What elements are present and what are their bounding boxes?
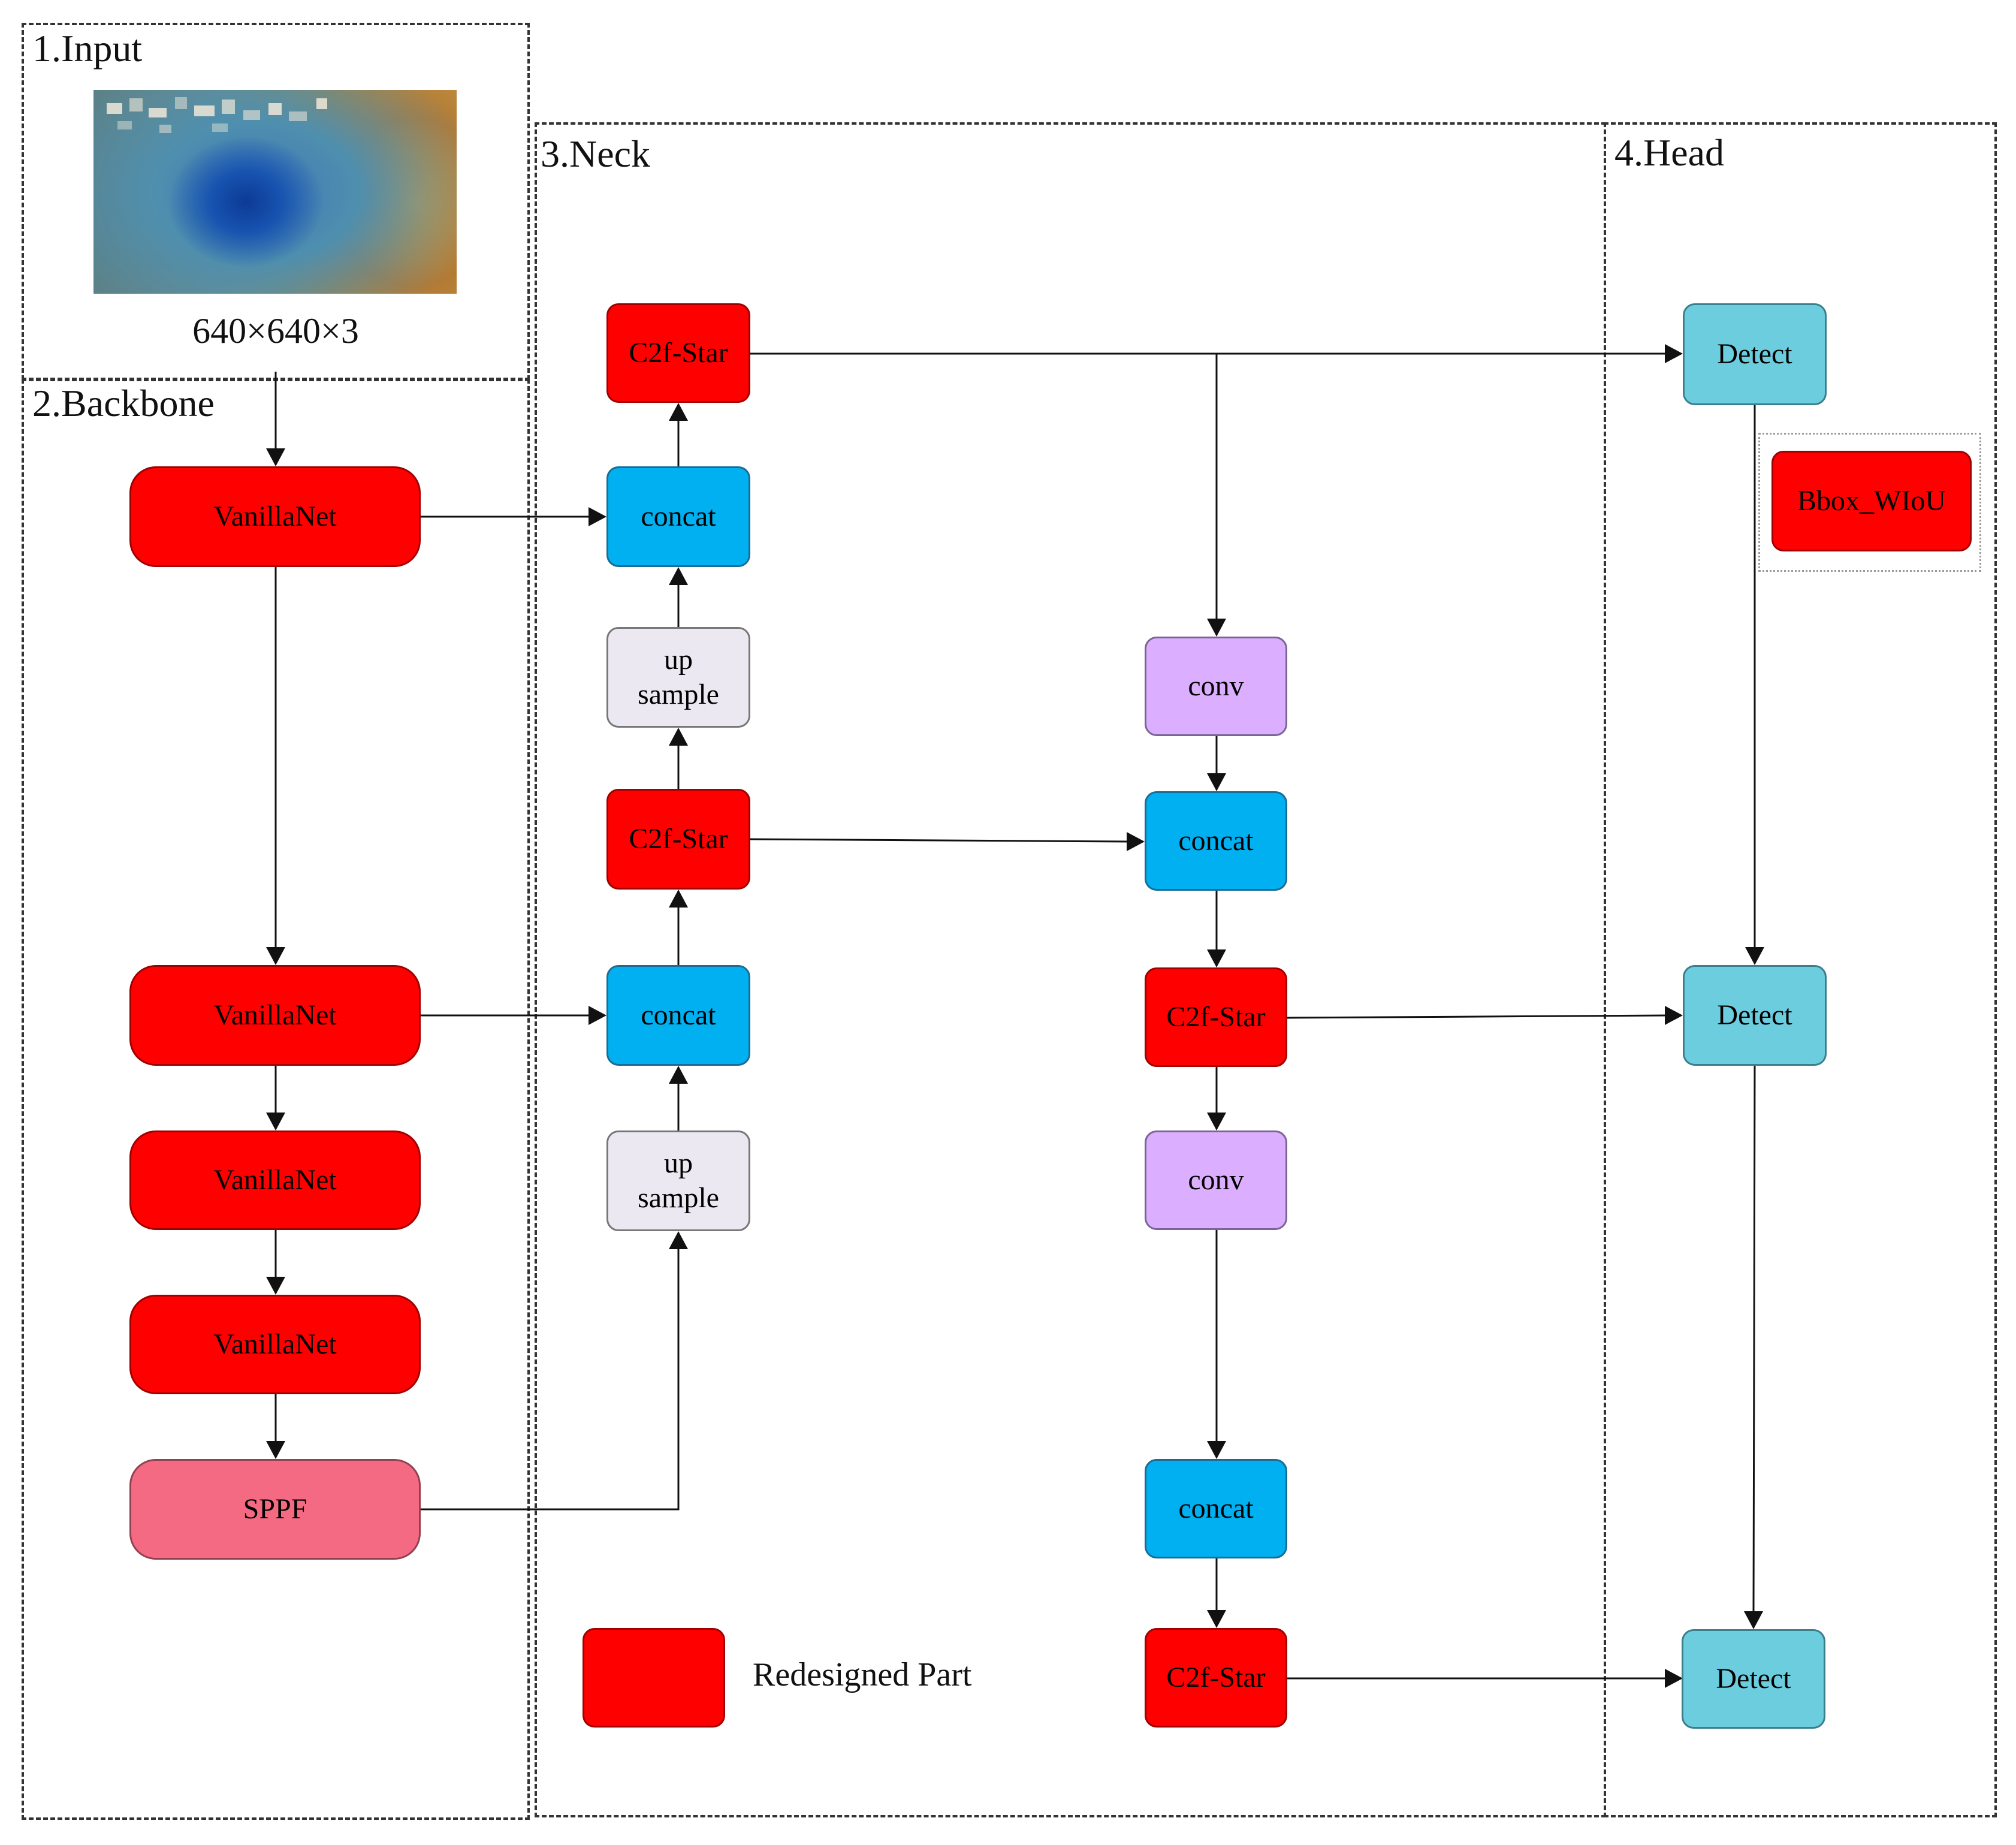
- arrowhead-vanillanet-4-to-sppf: [266, 1441, 285, 1459]
- neck-c2f-star-right-1: C2f-Star: [1145, 967, 1287, 1067]
- arrowhead-c2f-right-2-to-detect-3: [1665, 1669, 1683, 1688]
- arrowhead-detect-1-to-detect-2: [1745, 947, 1764, 965]
- arrowhead-vanillanet-1-to-concat-top: [588, 507, 606, 526]
- input-dimensions: 640×640×3: [192, 311, 359, 351]
- arrowhead-conv-1-to-concat-right-1: [1207, 773, 1226, 791]
- arrow-c2f-mid-to-concat-right-1: [750, 838, 1130, 843]
- backbone-vanillanet-2: VanillaNet: [129, 965, 421, 1066]
- backbone-vanillanet-1: VanillaNet: [129, 466, 421, 567]
- arrow-c2f-right-1-to-detect-2: [1287, 1014, 1668, 1019]
- arrow-sppf-to-upsample-low: [421, 1248, 680, 1511]
- arrowhead-c2f-right-1-to-conv-2: [1207, 1113, 1226, 1130]
- arrowhead-concat-top-to-c2f-top: [669, 403, 688, 421]
- arrowhead-conv-2-to-concat-right-2: [1207, 1441, 1226, 1459]
- section-label-neck: 3.Neck: [541, 132, 651, 175]
- neck-concat-right-1: concat: [1145, 791, 1287, 891]
- arrowhead-vanillanet-2-to-concat-mid: [588, 1006, 606, 1025]
- head-bbox-wiou: Bbox_WIoU: [1771, 451, 1972, 551]
- arrowhead-vanillanet-1-to-vanillanet-2: [266, 947, 285, 965]
- arrowhead-branch-to-conv-1: [1207, 619, 1226, 637]
- section-head: [1604, 122, 1997, 1817]
- legend-label: Redesigned Part: [753, 1656, 972, 1693]
- neck-c2f-star-right-2: C2f-Star: [1145, 1628, 1287, 1728]
- section-label-head: 4.Head: [1614, 131, 1725, 174]
- backbone-sppf: SPPF: [129, 1459, 421, 1560]
- arrowhead-detect-2-to-detect-3: [1744, 1611, 1763, 1629]
- legend-swatch-redesigned: [583, 1628, 725, 1728]
- backbone-vanillanet-3: VanillaNet: [129, 1130, 421, 1230]
- backbone-vanillanet-4: VanillaNet: [129, 1295, 421, 1394]
- arrow-detect-2-to-detect-3: [1752, 1065, 1756, 1613]
- arrowhead-input-to-vanillanet-1: [266, 448, 285, 466]
- arrowhead-concat-right-1-to-c2f-right-1: [1207, 949, 1226, 967]
- bbox-wiou-frame: [1758, 433, 1981, 572]
- neck-concat-top: concat: [606, 466, 750, 567]
- arrowhead-concat-mid-to-c2f-mid: [669, 890, 688, 908]
- arrowhead-upsample-top-to-concat-top: [669, 567, 688, 585]
- input-image: [93, 90, 457, 294]
- section-label-backbone: 2.Backbone: [32, 382, 215, 424]
- arrowhead-c2f-right-1-to-detect-2: [1665, 1006, 1683, 1025]
- arrowhead-vanillanet-2-to-vanillanet-3: [266, 1113, 285, 1130]
- neck-concat-right-2: concat: [1145, 1459, 1287, 1558]
- neck-concat-mid: concat: [606, 965, 750, 1066]
- arrowhead-sppf-to-upsample-low: [669, 1231, 688, 1249]
- head-detect-3: Detect: [1682, 1629, 1825, 1729]
- head-detect-2: Detect: [1683, 965, 1827, 1066]
- neck-conv-1: conv: [1145, 637, 1287, 736]
- arrowhead-c2f-mid-to-concat-right-1: [1127, 832, 1145, 851]
- neck-upsample-low: up sample: [606, 1130, 750, 1231]
- arrowhead-c2f-top-to-detect-1: [1665, 344, 1683, 363]
- neck-c2f-star-mid: C2f-Star: [606, 789, 750, 890]
- neck-upsample-top: up sample: [606, 627, 750, 728]
- arrowhead-vanillanet-3-to-vanillanet-4: [266, 1277, 285, 1295]
- neck-c2f-star-top: C2f-Star: [606, 303, 750, 403]
- arrowhead-upsample-low-to-concat-mid: [669, 1066, 688, 1084]
- head-detect-1: Detect: [1683, 303, 1827, 405]
- arrowhead-c2f-mid-to-upsample-top: [669, 728, 688, 746]
- neck-conv-2: conv: [1145, 1130, 1287, 1230]
- arrowhead-concat-right-2-to-c2f-right-2: [1207, 1610, 1226, 1628]
- section-label-input: 1.Input: [32, 27, 143, 70]
